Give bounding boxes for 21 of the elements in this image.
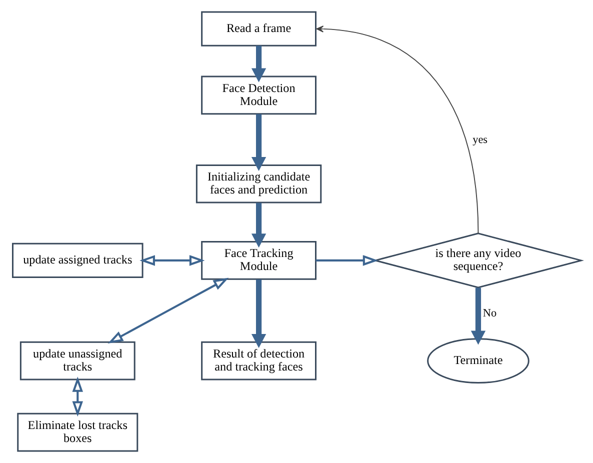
arrow <box>250 114 266 171</box>
arrow <box>250 279 266 348</box>
edge-label: yes <box>472 134 488 146</box>
node-box: Result of detection and tracking faces <box>200 341 316 380</box>
edge-label: No <box>482 308 496 320</box>
arrow <box>139 255 204 266</box>
node-box: Initializing candidate faces and prediction <box>195 164 322 204</box>
node-box: Eliminate lost tracks boxes <box>16 412 138 452</box>
arrow <box>72 376 82 417</box>
node-box: Face Detection Module <box>200 76 316 115</box>
arrow <box>250 46 266 82</box>
arrow <box>315 255 378 266</box>
arrow <box>470 288 486 345</box>
node-box: update unassigned tracks <box>19 341 135 380</box>
node-box: Read a frame <box>200 11 316 46</box>
node-box: Face Tracking Module <box>200 241 316 280</box>
arrow <box>250 202 266 248</box>
node-ellipse: Terminate <box>426 338 529 384</box>
node-box: update assigned tracks <box>11 242 143 278</box>
arrow <box>316 26 478 234</box>
arrow <box>107 278 228 344</box>
